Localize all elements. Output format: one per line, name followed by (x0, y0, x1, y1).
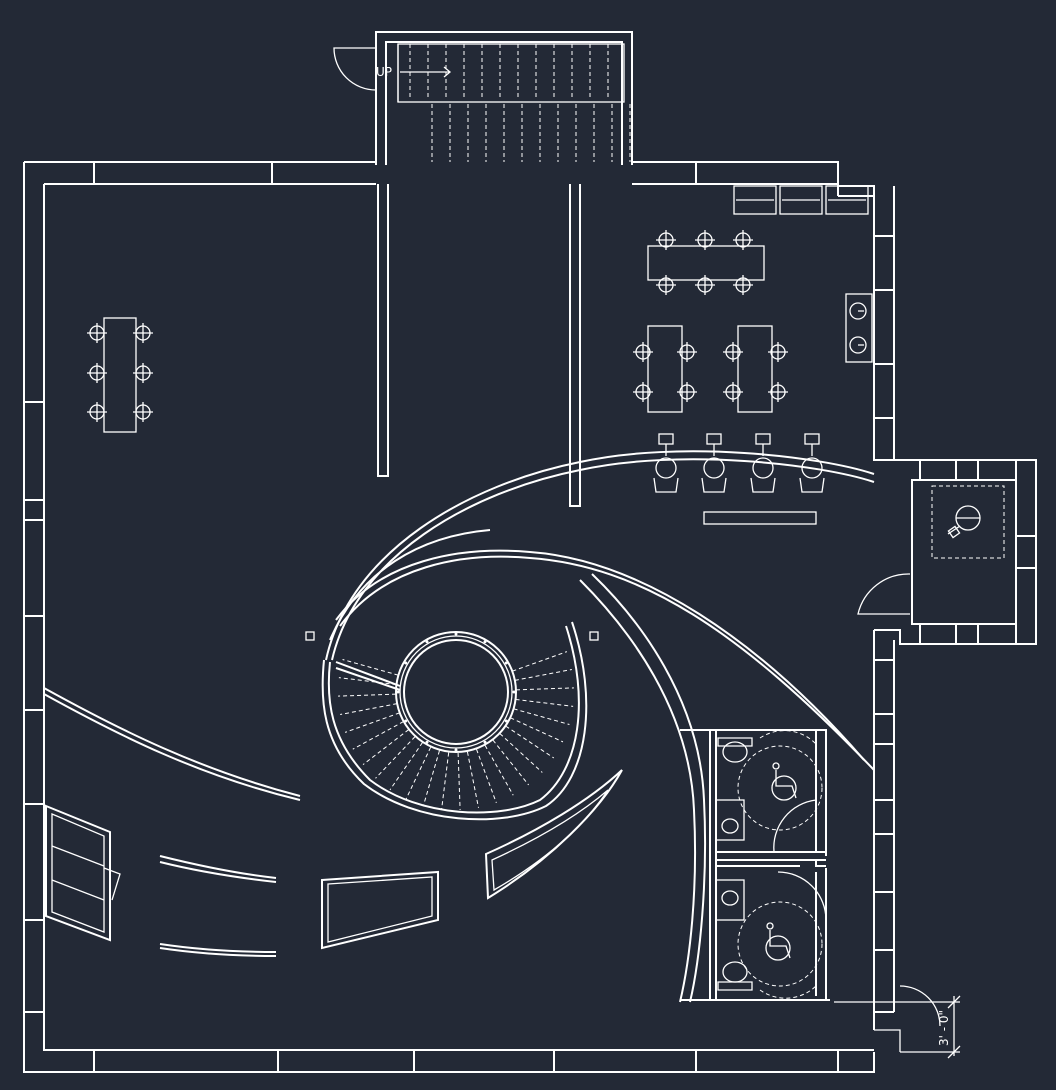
planters (321, 769, 623, 950)
chair-icon (656, 275, 676, 295)
stool-icon (750, 433, 776, 493)
stool-icon (653, 433, 679, 493)
chair-icon (87, 363, 107, 383)
curved-walls (43, 450, 875, 1003)
stair-annex: UP (333, 31, 633, 165)
wheelchair-icon (771, 762, 797, 801)
chair-icon (733, 275, 753, 295)
chair-icon (723, 342, 743, 362)
wall-fixtures (845, 293, 873, 363)
chair-icon (723, 382, 743, 402)
stair-up-label: UP (376, 65, 392, 79)
chair-icon (133, 363, 153, 383)
chair-icon (695, 230, 715, 250)
chair-icon (87, 402, 107, 422)
chair-icon (695, 275, 715, 295)
chair-icon (768, 382, 788, 402)
wheelchair-icon (765, 922, 791, 961)
stool-icon (799, 433, 825, 493)
chair-icon (677, 382, 697, 402)
interior-walls (377, 184, 581, 507)
door-swing-icon (857, 573, 911, 615)
annex-door-swing (333, 47, 377, 91)
chair-icon (768, 342, 788, 362)
chair-icon (133, 323, 153, 343)
west-ramp (45, 804, 121, 942)
dimension: 3' - 0" (834, 985, 961, 1059)
chair-icon (87, 323, 107, 343)
annex-stair-treads (409, 44, 631, 162)
spiral-stair (305, 621, 599, 821)
counter-units (703, 185, 869, 525)
chair-icon (656, 230, 676, 250)
bar-stools (653, 433, 825, 493)
chair-icon (633, 342, 653, 362)
chair-icon (133, 402, 153, 422)
stool-icon (701, 433, 727, 493)
tables (87, 230, 788, 433)
chair-icon (633, 382, 653, 402)
vestibule (857, 485, 1005, 615)
exterior-walls (23, 161, 1037, 1073)
restrooms (680, 729, 830, 1001)
chair-icon (733, 230, 753, 250)
dimension-label: 3' - 0" (937, 1010, 951, 1046)
chair-icon (677, 342, 697, 362)
